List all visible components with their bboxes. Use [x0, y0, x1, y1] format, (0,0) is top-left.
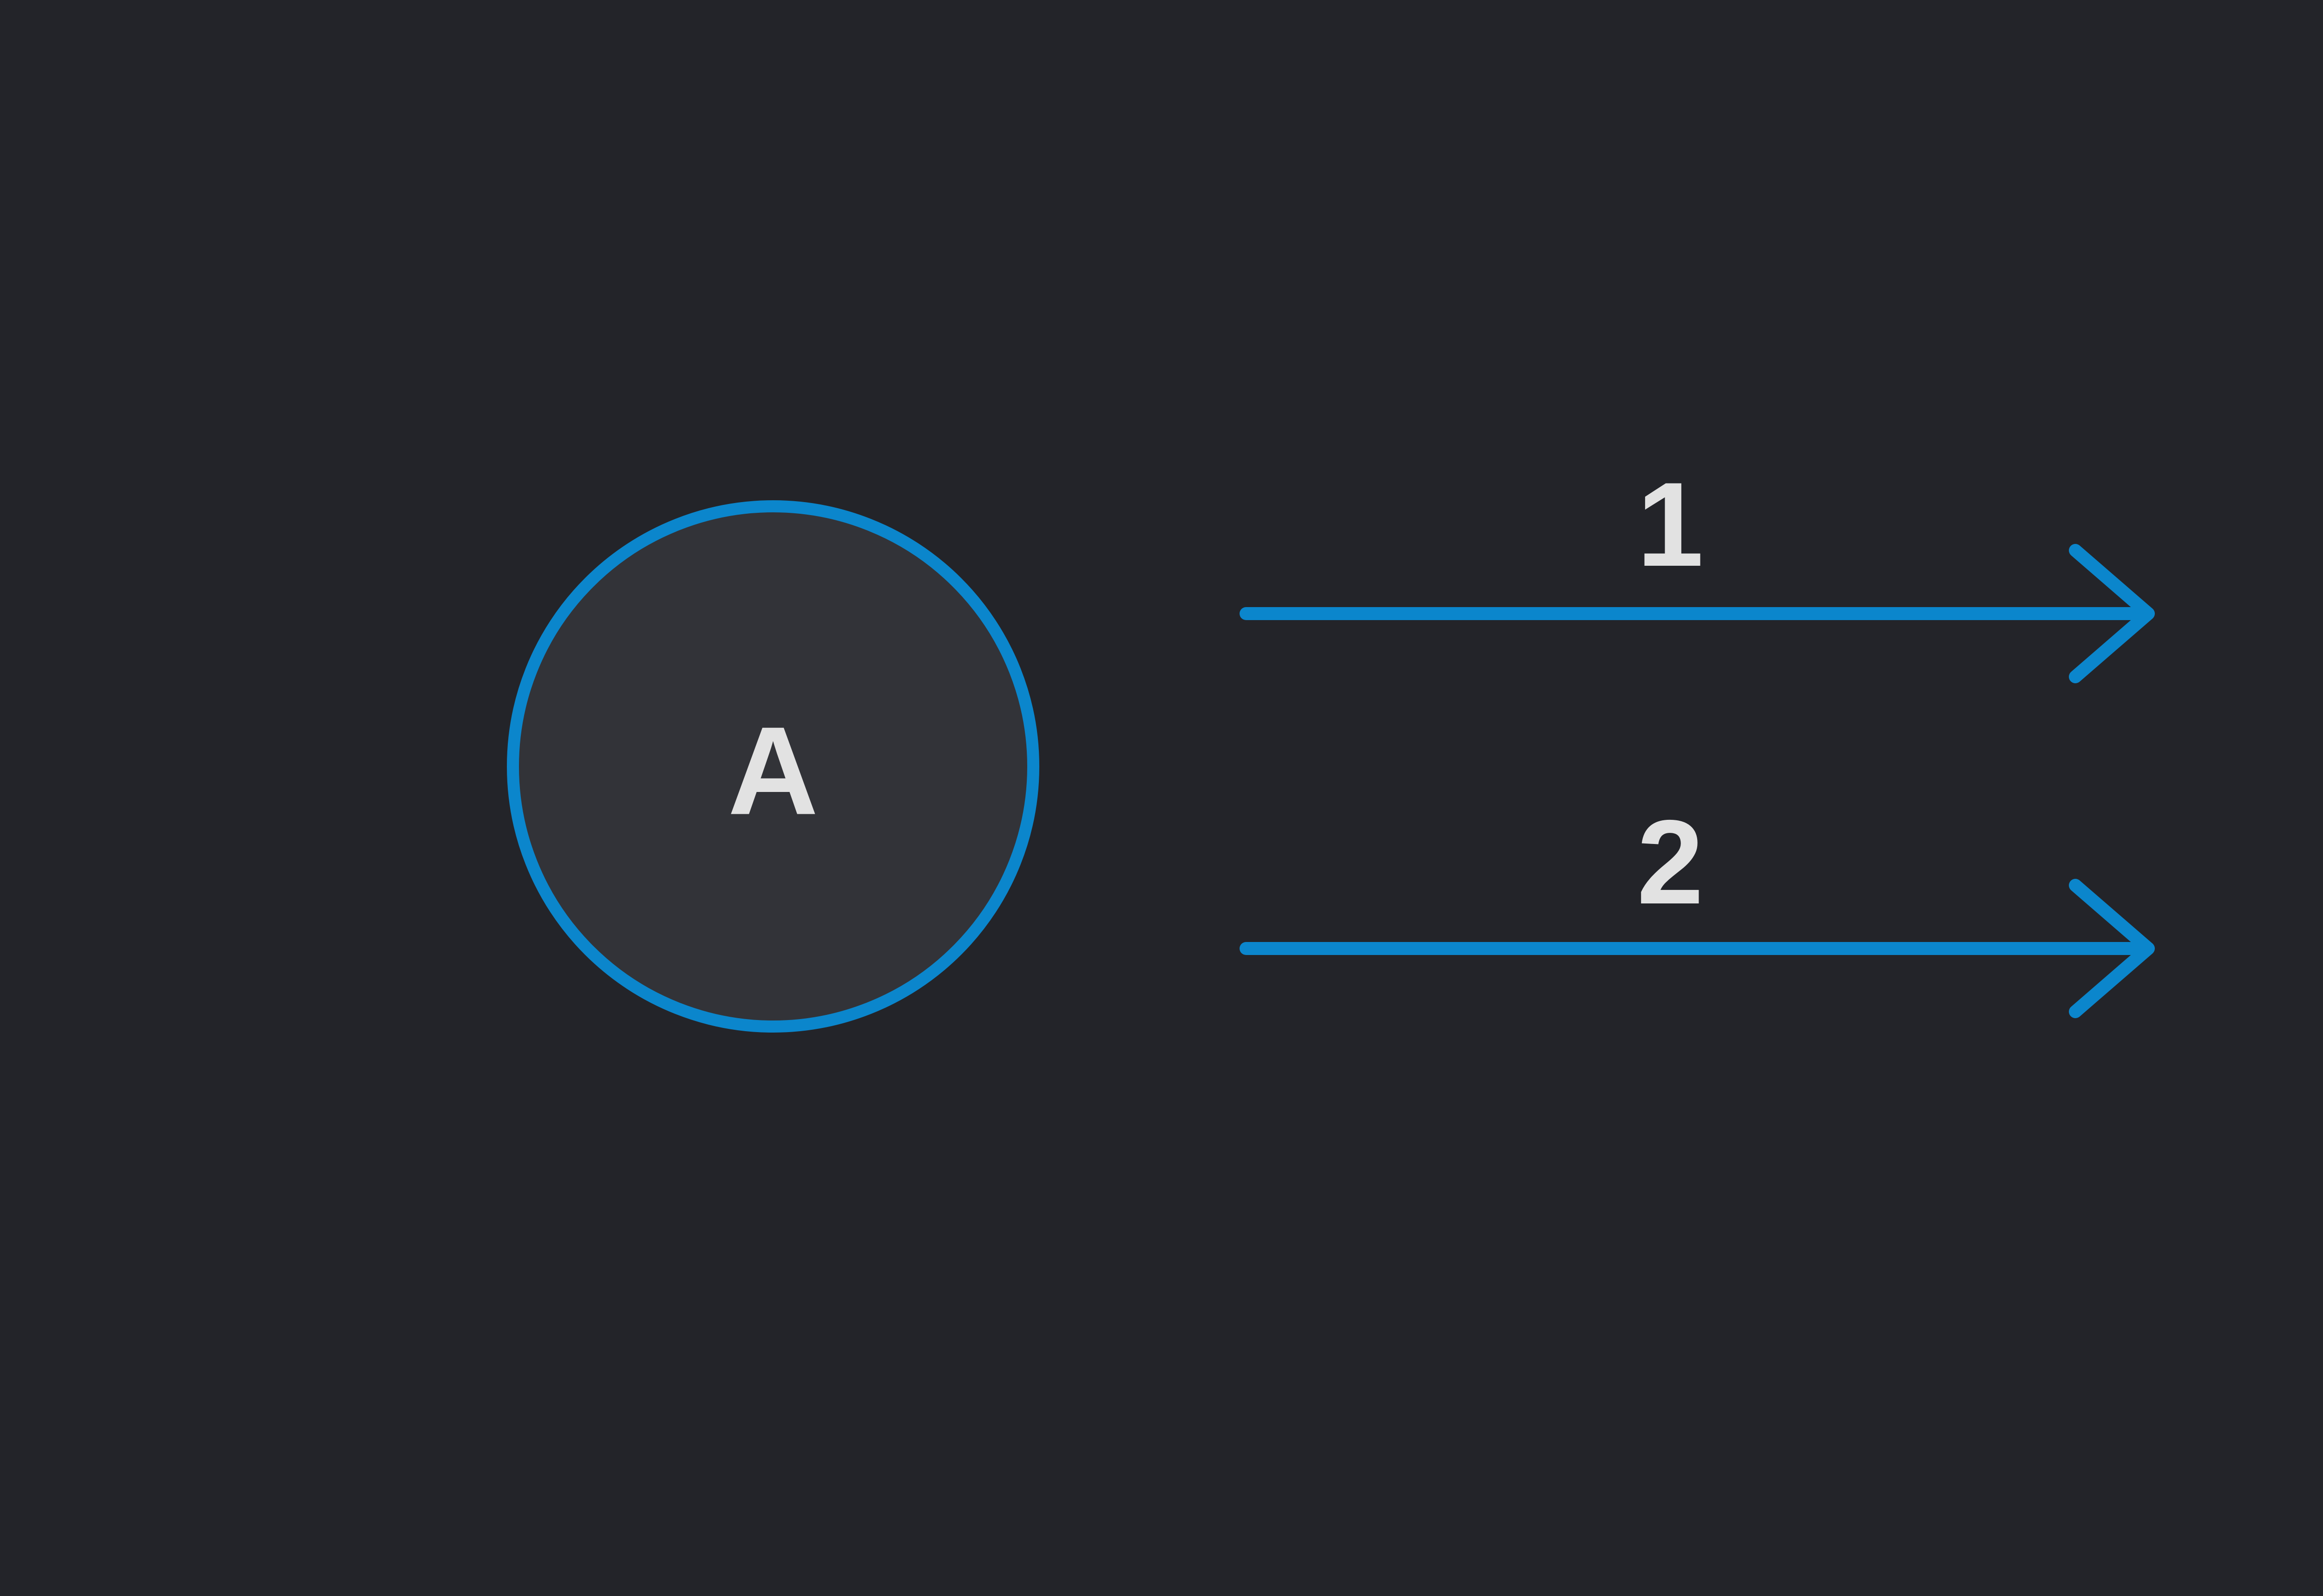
edge-1-label: 1	[1637, 457, 1704, 591]
edge-2-label: 2	[1637, 795, 1704, 929]
edge-2[interactable]: 2	[1240, 795, 2155, 1018]
edge-2-arrowhead-icon	[2069, 879, 2155, 1018]
edge-1-arrowhead-icon	[2069, 544, 2155, 683]
edge-1[interactable]: 1	[1240, 457, 2155, 683]
node-a-circle	[507, 500, 1039, 1033]
node-a[interactable]: A	[507, 500, 1039, 1033]
node-a-label: A	[728, 701, 819, 841]
